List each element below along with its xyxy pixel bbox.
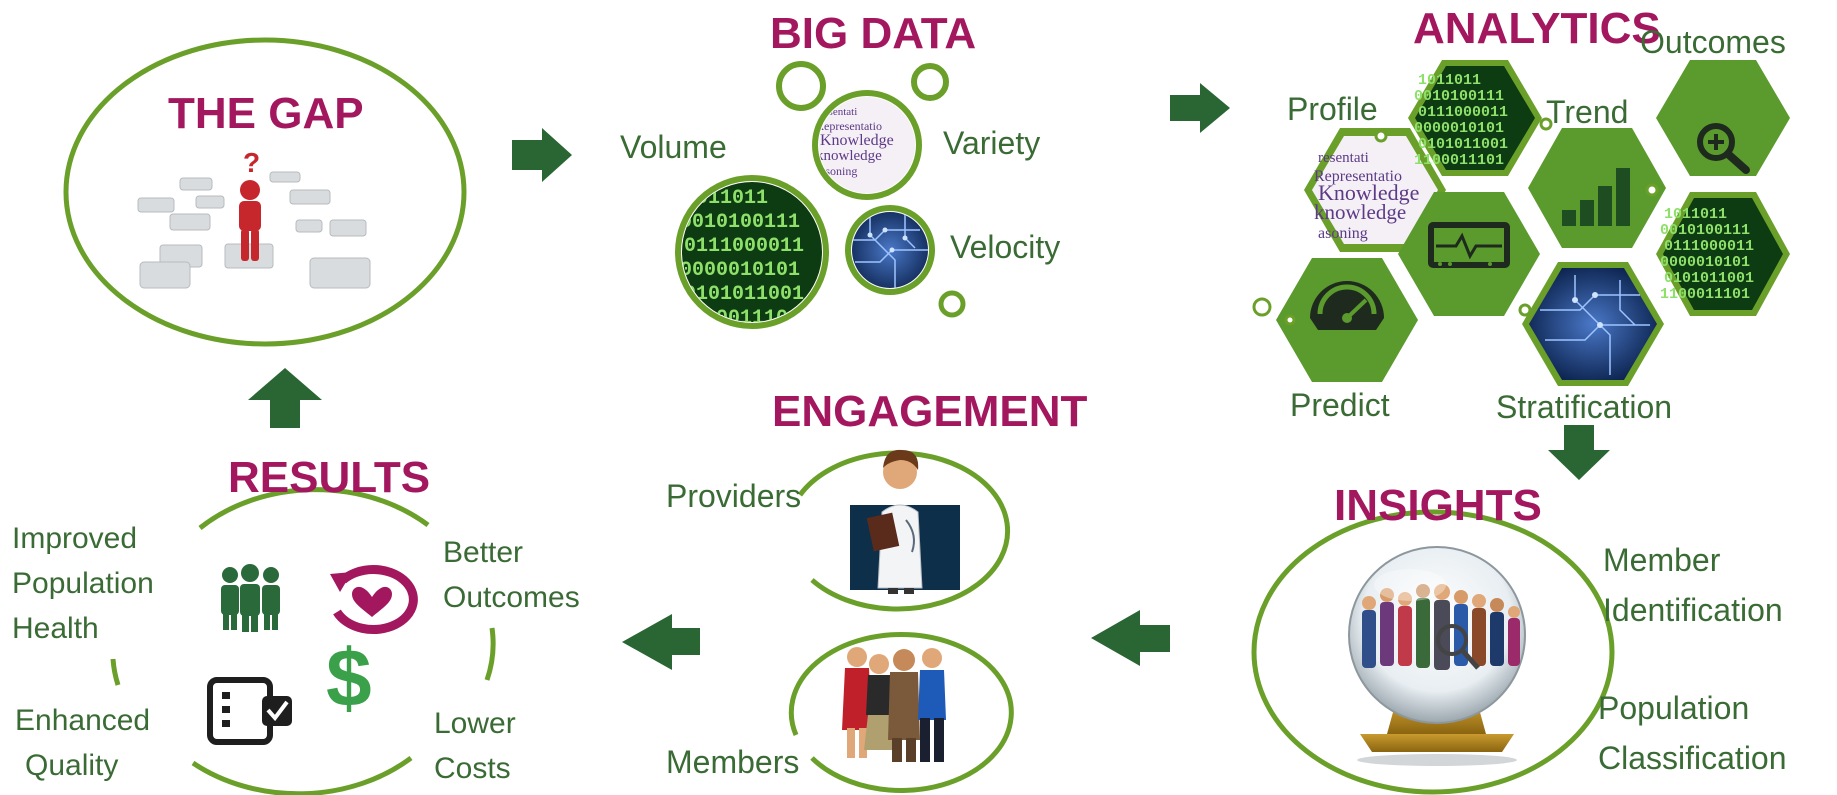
icon-texture-text: knowledge: [816, 148, 882, 164]
volume-label: Volume: [620, 129, 727, 165]
binary-data-icon: 1011011001010011101110000110000010101010…: [675, 175, 829, 329]
dollar-icon: $: [326, 633, 372, 724]
word-cloud-icon: resentatiRepresentatioKnowledgeknowledge…: [812, 90, 922, 200]
icon-texture-text: 1011011: [1664, 206, 1727, 223]
results-ring-right: [484, 627, 496, 681]
icon-texture-text: asoning: [1318, 225, 1368, 242]
binary-data-icon: 1011011001010011101110000110000010101010…: [1656, 192, 1790, 316]
trend-label: Trend: [1546, 94, 1629, 130]
doctor-icon: [850, 449, 960, 594]
velocity-label: Velocity: [950, 229, 1061, 265]
team-icon: [842, 647, 946, 762]
big-data-title: BIG DATA: [770, 9, 977, 58]
providers-ring: [797, 450, 1011, 612]
icon-texture-text: 1100011101: [1660, 286, 1750, 303]
icon-texture-text: 0010100111: [1660, 222, 1750, 239]
lower-costs-label: Lower Costs: [434, 707, 516, 785]
engagement-section: [788, 449, 1014, 793]
icon-texture-text: 0010100111: [680, 211, 800, 234]
checklist-icon: [207, 677, 292, 745]
stratification-label: Stratification: [1496, 389, 1673, 425]
icon-texture-text: 0101011001: [1664, 270, 1754, 287]
icon-texture-text: knowledge: [1314, 200, 1406, 224]
analytics-title: ANALYTICS: [1413, 4, 1661, 53]
members-ring: [788, 632, 1014, 793]
icon-texture-text: 0111000011: [684, 235, 804, 258]
icon-texture-text: 0000010101: [1414, 120, 1504, 137]
variety-label: Variety: [943, 125, 1041, 161]
icon-texture-text: asoning: [820, 164, 857, 178]
results-section: [110, 487, 496, 795]
members-label: Members: [666, 744, 800, 780]
gap-section: ?: [63, 37, 467, 347]
icon-texture-text: Representatio: [816, 119, 882, 133]
circuit-icon: [1522, 262, 1664, 386]
icon-texture-text: 0010100111: [1414, 88, 1504, 105]
outcomes-label: Outcomes: [1640, 24, 1786, 60]
icon-texture-text: Knowledge: [1318, 180, 1419, 205]
bar-chart-icon: [1528, 128, 1666, 248]
word-cloud-icon: resentatiRepresentatioKnowledgeknowledge…: [1304, 128, 1446, 252]
big-data-section: 1011011001010011101110000110000010101010…: [675, 61, 966, 329]
icon-texture-text: resentati: [1318, 150, 1369, 166]
icon-texture-text: 0111000011: [1418, 104, 1508, 121]
circuit-icon: [845, 205, 935, 295]
svg-text:?: ?: [243, 147, 260, 178]
better-outcomes-label: Better Outcomes: [443, 536, 580, 614]
icon-texture-text: 0000010101: [680, 259, 800, 282]
insights-title: INSIGHTS: [1334, 481, 1542, 530]
crystal-ball-icon: [1348, 546, 1526, 766]
gap-title: THE GAP: [168, 89, 364, 138]
predict-label: Predict: [1290, 387, 1390, 423]
icon-texture-text: 0000010101: [1660, 254, 1750, 271]
results-ring-bottom: [191, 755, 413, 795]
results-title: RESULTS: [228, 453, 431, 502]
engagement-title: ENGAGEMENT: [772, 387, 1088, 436]
results-ring-left: [110, 658, 121, 686]
icon-texture-text: 1011011: [1418, 72, 1481, 89]
gauge-icon: [1276, 258, 1418, 382]
member-identification-label: Member Identification: [1603, 542, 1783, 628]
icon-texture-text: 0101011001: [1418, 136, 1508, 153]
gap-ellipse: [63, 37, 467, 347]
heart-refresh-icon: [330, 565, 418, 635]
insights-section: [1251, 509, 1615, 795]
people-group-icon: [221, 564, 280, 632]
analytics-section: resentatiRepresentatioKnowledgeknowledge…: [1252, 60, 1790, 386]
icon-texture-text: Representatio: [1314, 168, 1402, 185]
binary-data-icon: 1011011001010011101110000110000010101010…: [1408, 60, 1542, 176]
icon-texture-text: Knowledge: [820, 132, 894, 149]
improved-population-health-label: Improved Population Health: [12, 522, 154, 645]
puzzle-question-icon: ?: [137, 147, 371, 289]
profile-label: Profile: [1287, 91, 1378, 127]
enhanced-quality-label: Enhanced Quality: [15, 704, 151, 782]
results-ring-top: [198, 487, 430, 530]
providers-label: Providers: [666, 478, 802, 514]
population-classification-label: Population Classification: [1598, 690, 1787, 776]
icon-texture-text: 0101011001: [684, 283, 804, 306]
magnifier-plus-icon: [1656, 60, 1790, 176]
icon-texture-text: 0111000011: [1664, 238, 1754, 255]
icon-texture-text: 1100011101: [1414, 152, 1504, 169]
arrow-icon: [248, 83, 1610, 670]
monitor-pulse-icon: [1398, 192, 1540, 316]
